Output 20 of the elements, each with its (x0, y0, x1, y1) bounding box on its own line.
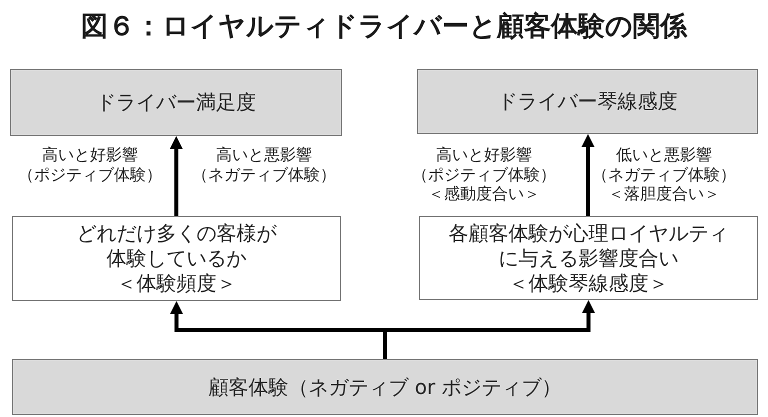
arrow (582, 134, 594, 216)
arrow (170, 136, 183, 216)
annotation-text: 高いと悪影響（ネガティブ体験） (191, 145, 337, 184)
result-box (10, 69, 342, 136)
title: 図６：ロイヤルティドライバーと顧客体験の関係 (80, 10, 688, 44)
arrow (383, 300, 595, 359)
node-label: 各顧客体験が心理ロイヤルティに与える影響度合い (448, 220, 730, 270)
node-label: 顧客体験（ネガティブ or ポジティブ） (208, 374, 562, 400)
node-label: ドライバー琴線感度 (498, 89, 678, 114)
source-box (12, 359, 758, 415)
result-box (417, 69, 758, 134)
node-sublabel: ＜体験琴線感度＞ (508, 270, 668, 296)
annotation-text: 低いと悪影響（ネガティブ体験）＜落胆度合い＞ (591, 145, 737, 204)
node-label: ドライバー満足度 (96, 90, 256, 115)
process-box (12, 216, 341, 301)
process-box (419, 216, 758, 300)
annotation-text: 高いと好影響（ポジティブ体験）＜感動度合い＞ (411, 145, 557, 204)
annotation-text: 高いと好影響（ポジティブ体験） (17, 145, 163, 184)
node-sublabel: ＜体験頻度＞ (116, 271, 236, 296)
node-label: どれだけ多くの客様が体験しているか (76, 221, 278, 271)
